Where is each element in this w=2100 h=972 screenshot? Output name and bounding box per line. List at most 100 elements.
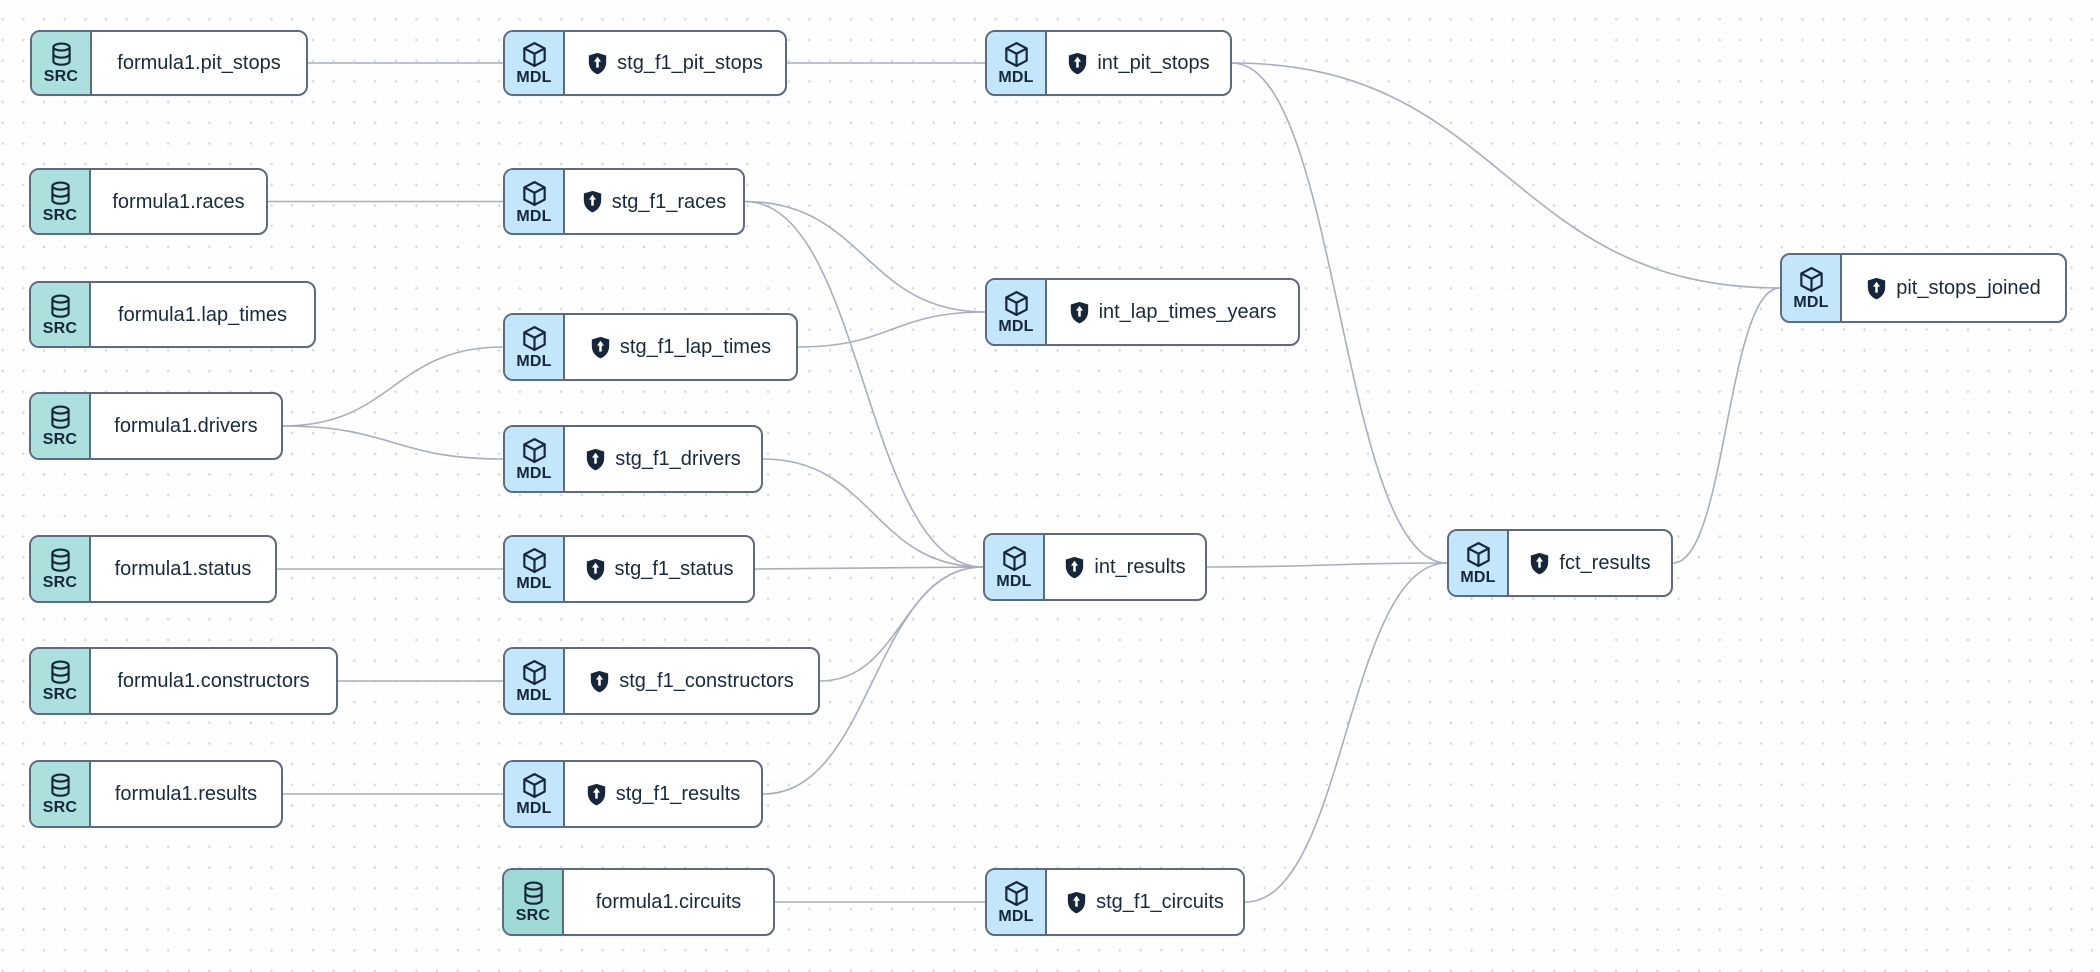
database-icon: [50, 660, 70, 684]
node-label: formula1.results: [114, 783, 258, 805]
cube-icon: [1466, 542, 1490, 567]
model-type-badge: MDL: [987, 870, 1047, 934]
shield-icon: [1069, 52, 1087, 74]
shield-icon: [591, 670, 609, 692]
node-stg_status[interactable]: MDL stg_f1_status: [503, 535, 755, 603]
edge-src_drivers-to-stg_drivers: [282, 425, 504, 460]
model-type-badge: MDL: [505, 537, 565, 601]
node-stg_circuits[interactable]: MDL stg_f1_circuits: [985, 868, 1245, 936]
node-type-label: MDL: [516, 575, 552, 592]
edge-stg_races-to-int_results: [744, 200, 984, 568]
database-icon: [50, 181, 70, 205]
shield-icon: [583, 190, 601, 213]
database-icon: [51, 42, 71, 66]
source-type-badge: SRC: [31, 170, 91, 233]
model-type-badge: MDL: [505, 170, 565, 233]
cube-icon: [1004, 291, 1028, 316]
node-src_drivers[interactable]: SRC formula1.drivers: [29, 392, 283, 460]
node-stg_drivers[interactable]: MDL stg_f1_drivers: [503, 425, 763, 493]
node-body: formula1.drivers: [91, 394, 281, 458]
database-icon: [523, 881, 543, 905]
node-label: stg_f1_races: [611, 190, 727, 213]
cube-icon: [522, 326, 546, 351]
cube-icon: [522, 660, 546, 685]
node-type-label: SRC: [42, 431, 78, 448]
edge-stg_races-to-int_lap_times_years: [744, 200, 986, 313]
node-body: stg_f1_pit_stops: [565, 32, 785, 94]
node-type-label: MDL: [516, 465, 552, 482]
source-type-badge: SRC: [31, 762, 91, 826]
node-label: stg_f1_circuits: [1096, 891, 1224, 913]
node-label: int_lap_times_years: [1098, 301, 1277, 323]
database-icon: [50, 773, 70, 797]
shield-icon: [587, 448, 605, 470]
node-label: stg_f1_drivers: [615, 448, 741, 470]
model-type-badge: MDL: [1449, 531, 1509, 595]
node-type-label: SRC: [42, 799, 78, 816]
shield-icon: [591, 336, 610, 358]
node-stg_races[interactable]: MDL stg_f1_races: [503, 168, 745, 235]
node-int_results[interactable]: MDL int_results: [983, 533, 1207, 601]
model-type-badge: MDL: [1782, 255, 1842, 321]
node-label: stg_f1_lap_times: [619, 336, 772, 358]
shield-icon: [1531, 552, 1549, 574]
node-type-label: MDL: [516, 687, 552, 704]
node-type-label: MDL: [516, 800, 552, 817]
shield-icon: [1066, 556, 1084, 578]
node-pit_stops_joined[interactable]: MDL pit_stops_joined: [1780, 253, 2067, 323]
node-body: formula1.pit_stops: [92, 32, 306, 94]
model-type-badge: MDL: [505, 32, 565, 94]
node-body: formula1.results: [91, 762, 281, 826]
node-body: pit_stops_joined: [1842, 255, 2065, 321]
node-type-label: MDL: [1460, 569, 1496, 586]
node-body: stg_f1_drivers: [565, 427, 761, 491]
cube-icon: [1002, 546, 1026, 571]
source-type-badge: SRC: [31, 394, 91, 458]
node-body: formula1.races: [91, 170, 266, 233]
node-label: pit_stops_joined: [1896, 277, 2041, 299]
node-type-label: SRC: [42, 686, 78, 703]
model-type-badge: MDL: [505, 762, 565, 826]
shield-icon: [1868, 277, 1886, 299]
edge-fct_results-to-pit_stops_joined: [1672, 287, 1781, 564]
node-label: stg_f1_constructors: [619, 670, 794, 692]
node-label: formula1.pit_stops: [117, 52, 281, 74]
node-type-label: MDL: [998, 69, 1034, 86]
node-src_results[interactable]: SRC formula1.results: [29, 760, 283, 828]
edge-stg_status-to-int_results: [754, 566, 984, 570]
cube-icon: [522, 180, 546, 206]
edge-stg_constructors-to-int_results: [819, 566, 984, 682]
node-body: stg_f1_circuits: [1047, 870, 1243, 934]
source-type-badge: SRC: [31, 283, 91, 346]
model-type-badge: MDL: [987, 32, 1047, 94]
shield-icon: [1070, 301, 1088, 323]
shield-icon: [586, 558, 604, 580]
edge-stg_lap_times-to-int_lap_times_years: [797, 311, 986, 348]
node-type-label: MDL: [516, 207, 552, 225]
source-type-badge: SRC: [31, 649, 91, 713]
node-label: formula1.status: [114, 558, 252, 580]
node-body: stg_f1_status: [565, 537, 753, 601]
edge-stg_drivers-to-int_results: [762, 458, 984, 568]
shield-icon: [588, 52, 607, 74]
node-body: int_results: [1045, 535, 1205, 599]
node-stg_constructors[interactable]: MDL stg_f1_constructors: [503, 647, 820, 715]
model-type-badge: MDL: [505, 427, 565, 491]
node-label: int_results: [1094, 556, 1186, 578]
node-body: formula1.circuits: [564, 870, 773, 934]
model-type-badge: MDL: [985, 535, 1045, 599]
